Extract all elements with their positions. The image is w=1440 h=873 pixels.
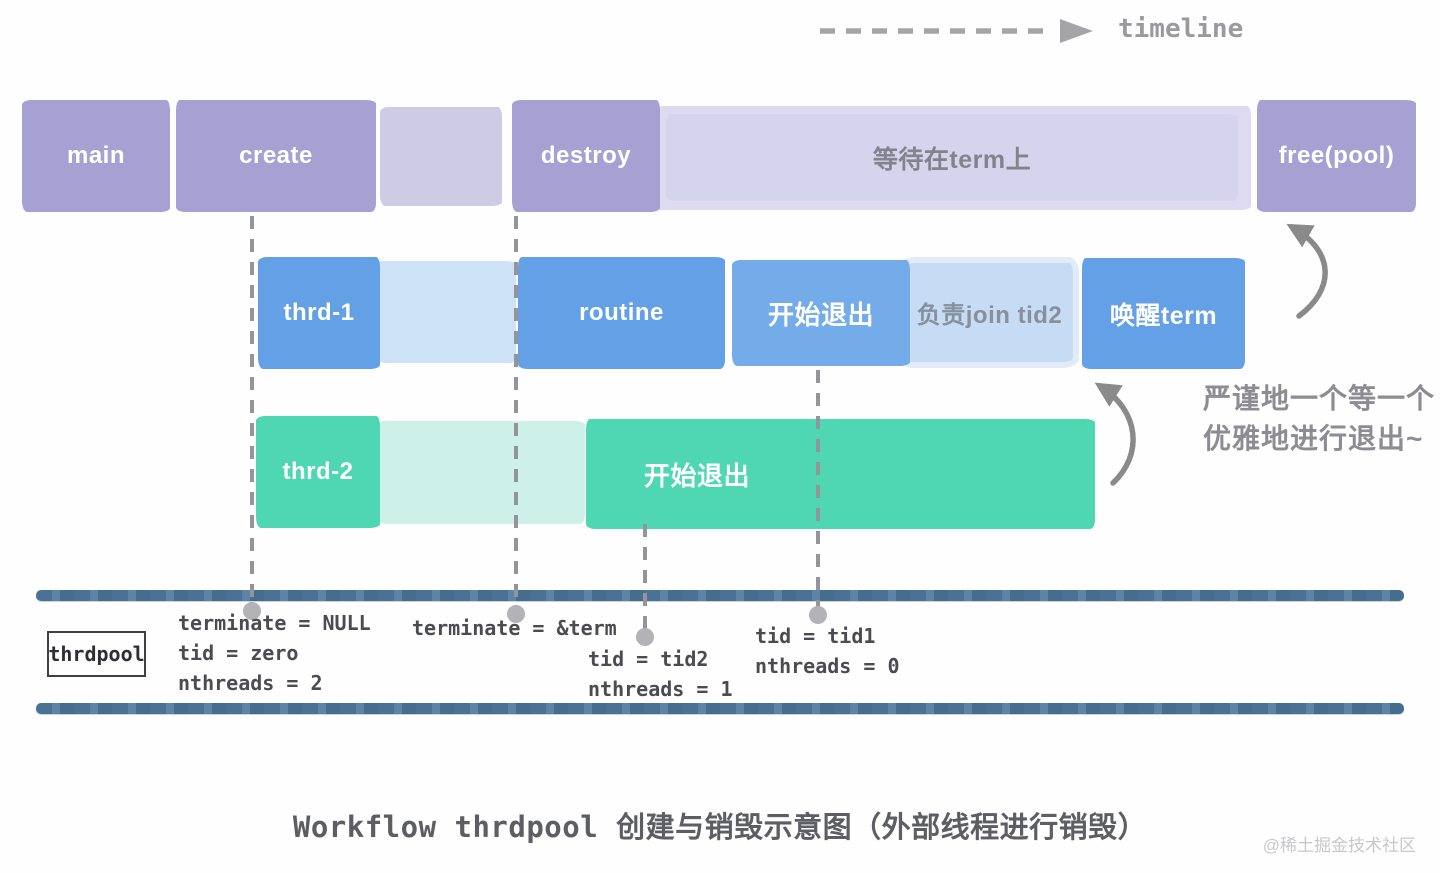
block-join-tid2-label: 负责join tid2 xyxy=(916,302,1063,329)
state4-line2: nthreads = 0 xyxy=(755,654,900,678)
block-thrd2-begin-exit: 开始退出 xyxy=(586,419,1095,529)
block-thrd1-begin-exit: 开始退出 xyxy=(732,260,910,366)
block-free-pool-label: free(pool) xyxy=(1278,142,1395,169)
event-dot-destroy xyxy=(507,605,525,623)
block-destroy: destroy xyxy=(512,100,660,212)
event-dot-create xyxy=(243,602,261,620)
state3-line2: nthreads = 1 xyxy=(588,677,733,701)
block-free-pool: free(pool) xyxy=(1257,100,1416,212)
watermark: @稀土掘金技术社区 xyxy=(1262,836,1416,855)
state1-line2: tid = zero xyxy=(178,641,299,665)
block-create: create xyxy=(176,100,376,212)
page-title: Workflow thrdpool 创建与销毁示意图（外部线程进行销毁） xyxy=(292,810,1148,844)
block-routine-label: routine xyxy=(579,299,664,326)
event-line-tid2-exit xyxy=(643,524,647,630)
block-thrd2-begin-exit-label: 开始退出 xyxy=(644,460,751,491)
curved-arrow-to-join-icon xyxy=(1094,382,1136,486)
block-main-idle xyxy=(380,107,502,206)
event-dot-tid2-exit xyxy=(636,628,654,646)
block-create-label: create xyxy=(239,142,313,169)
pool-state-1: terminate = NULL tid = zero nthreads = 2 xyxy=(178,608,371,698)
block-wake-term: 唤醒term xyxy=(1082,258,1245,369)
thrdpool-box-label: thrdpool xyxy=(48,642,145,666)
event-line-create xyxy=(250,216,254,604)
block-thrd1-idle xyxy=(377,261,516,363)
block-thrd1: thrd-1 xyxy=(258,257,380,369)
thrdpool-box: thrdpool xyxy=(47,631,146,677)
note-line2: 优雅地进行退出~ xyxy=(1203,423,1424,454)
block-thrd1-label: thrd-1 xyxy=(283,299,355,326)
state1-line3: nthreads = 2 xyxy=(178,671,323,695)
block-wait-term-label: 等待在term上 xyxy=(872,145,1032,174)
block-join-tid2: 负责join tid2 xyxy=(906,263,1073,362)
timeline-arrow-icon xyxy=(820,19,1093,43)
block-main-label: main xyxy=(66,142,125,169)
pool-state-3: tid = tid2 nthreads = 1 xyxy=(588,644,733,704)
block-thrd2: thrd-2 xyxy=(256,416,380,528)
pool-state-4: tid = tid1 nthreads = 0 xyxy=(755,621,900,681)
pool-lifeline-bottom xyxy=(36,703,1404,714)
pool-state-2: terminate = &term xyxy=(412,613,617,643)
block-main: main xyxy=(22,100,170,212)
event-line-destroy xyxy=(514,216,518,606)
block-wake-term-label: 唤醒term xyxy=(1109,301,1218,330)
state4-line1: tid = tid1 xyxy=(755,624,876,648)
note-line1: 严谨地一个等一个 xyxy=(1203,383,1436,414)
event-dot-tid1-exit xyxy=(809,606,827,624)
block-thrd2-label: thrd-2 xyxy=(282,458,354,485)
block-thrd2-idle xyxy=(378,421,585,524)
block-thrd1-begin-exit-label: 开始退出 xyxy=(767,299,874,330)
block-wait-term: 等待在term上 xyxy=(666,114,1238,201)
timeline-label: timeline xyxy=(1118,14,1244,44)
state2-line1: terminate = &term xyxy=(412,616,617,640)
state3-line1: tid = tid2 xyxy=(588,647,709,671)
event-line-tid1-exit xyxy=(816,370,820,608)
pool-lifeline-top xyxy=(36,590,1404,601)
graceful-exit-note: 严谨地一个等一个 优雅地进行退出~ xyxy=(1203,379,1435,459)
curved-arrow-to-free-pool-icon xyxy=(1286,223,1328,319)
state1-line1: terminate = NULL xyxy=(178,611,371,635)
block-destroy-label: destroy xyxy=(540,142,632,169)
block-routine: routine xyxy=(518,257,725,369)
